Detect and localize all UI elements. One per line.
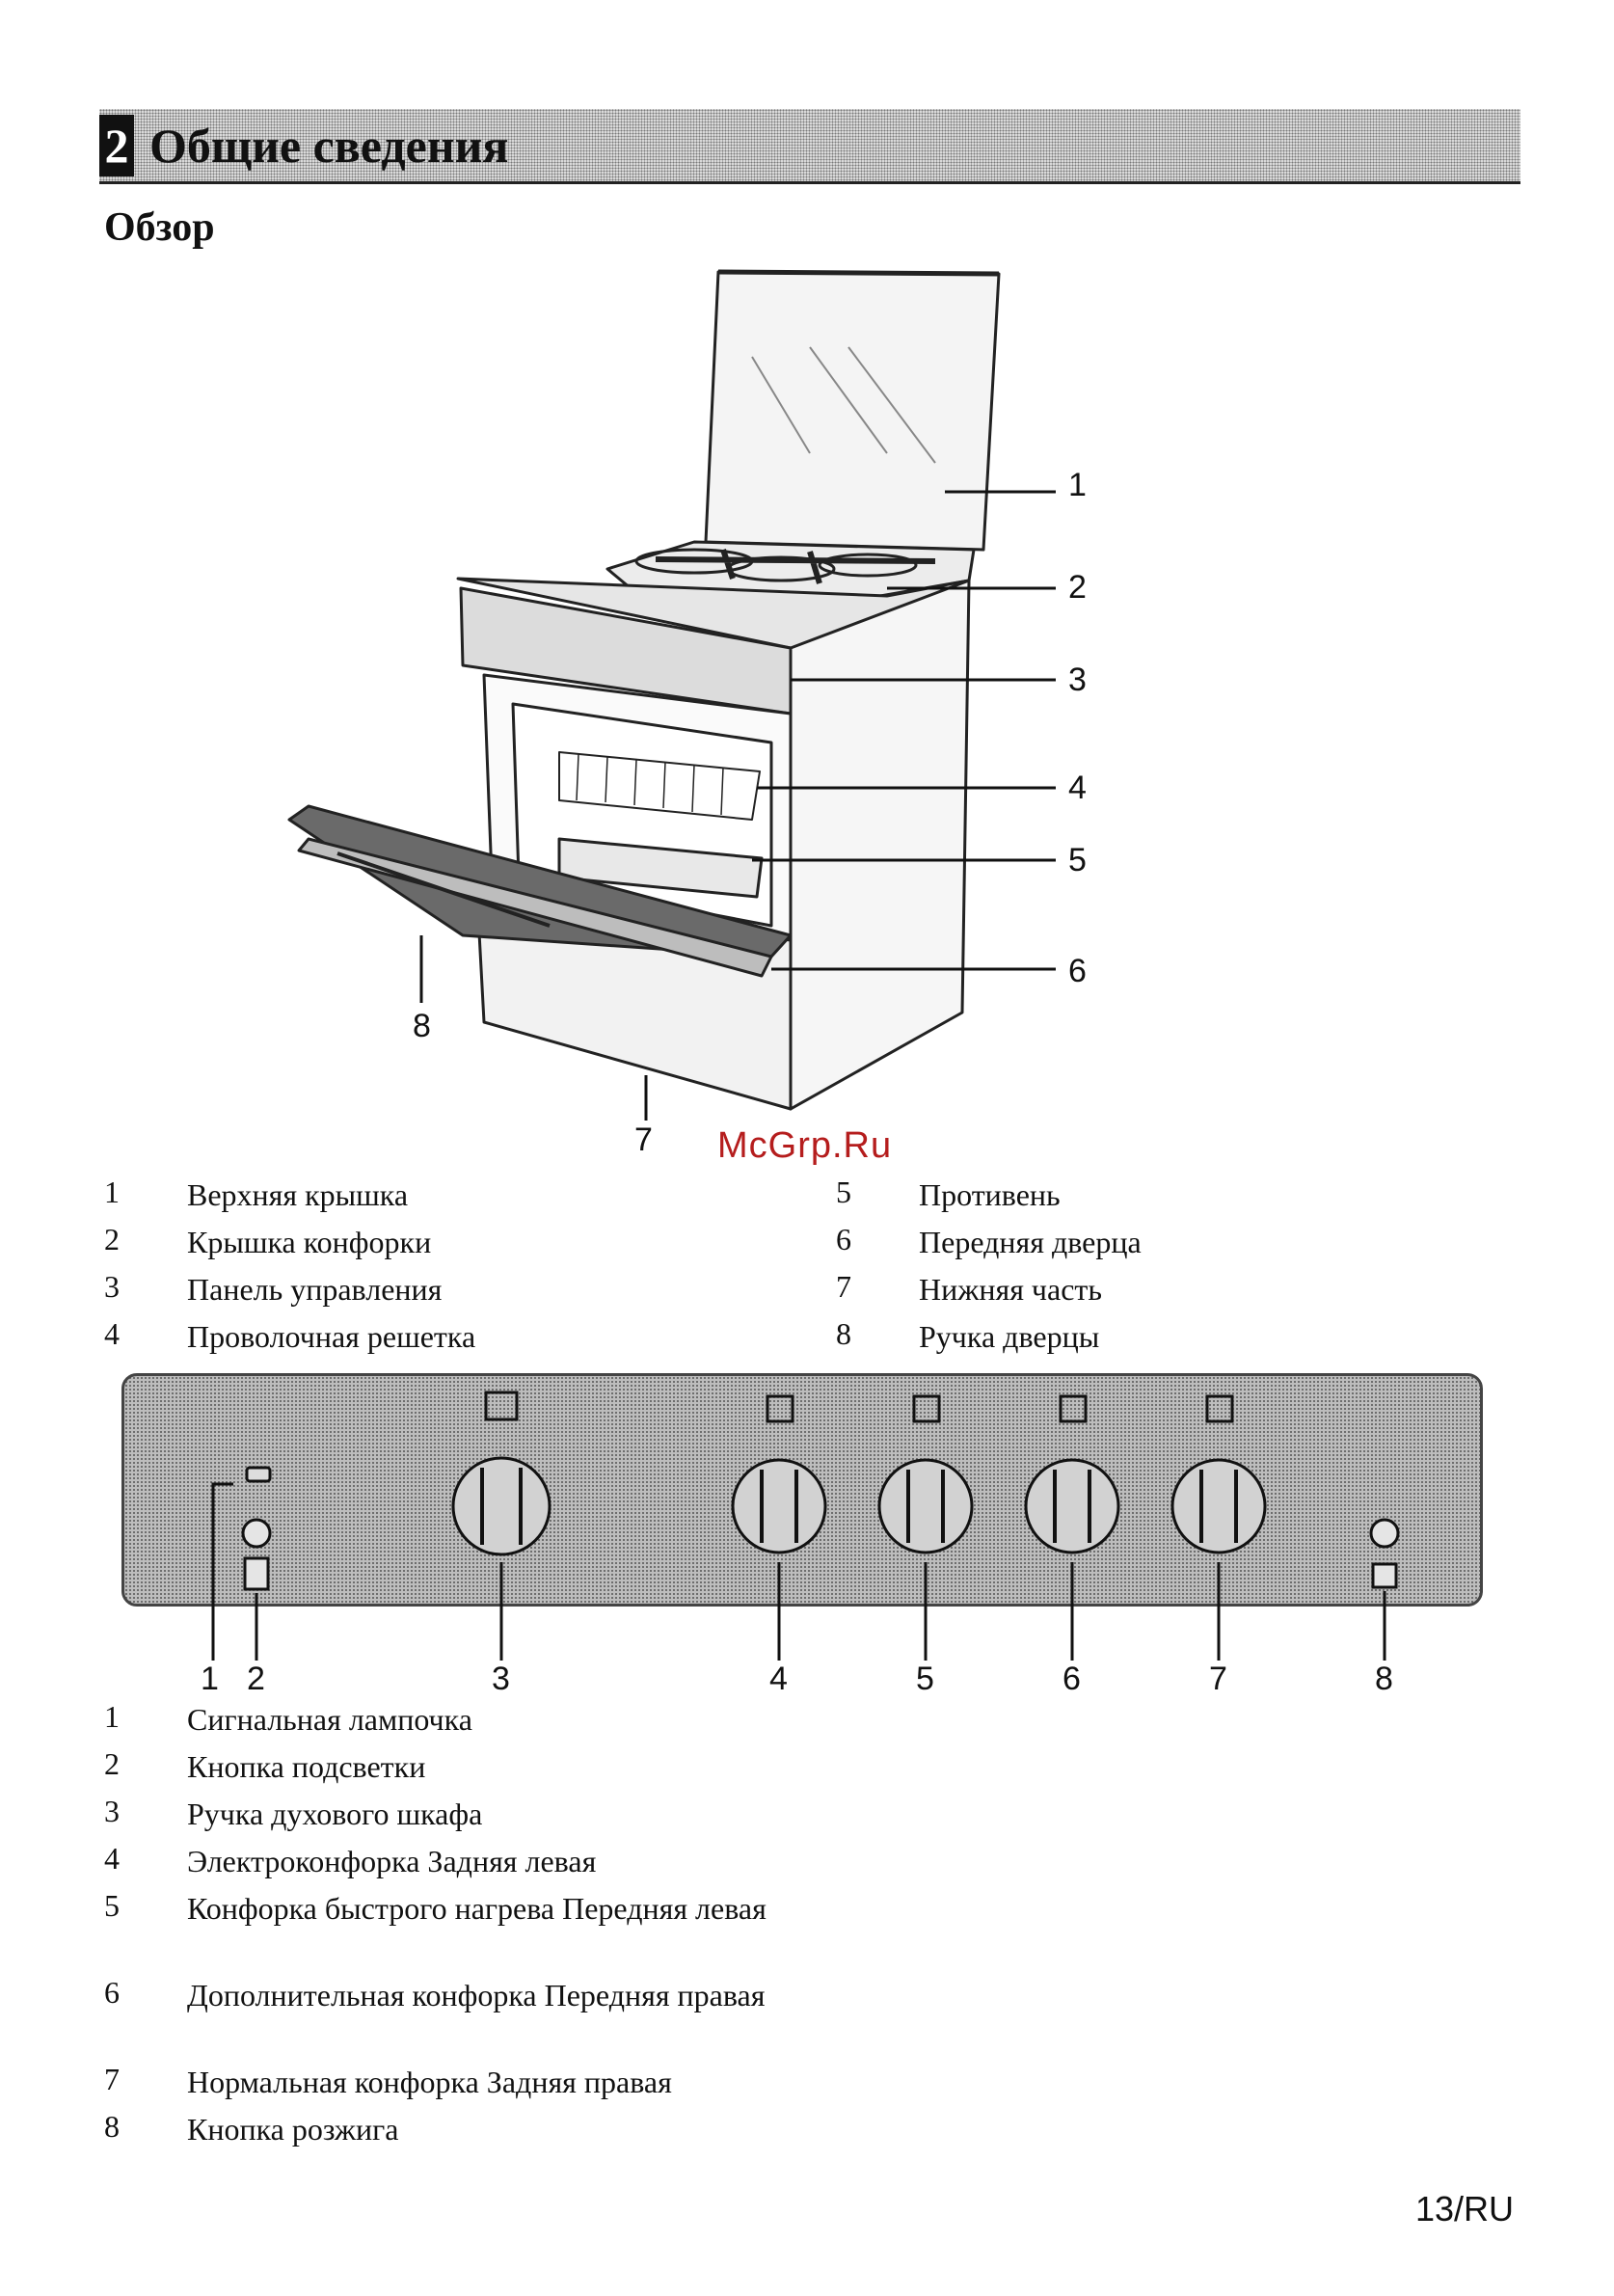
legend-controls: 1 Сигнальная лампочка 2 Кнопка подсветки…	[104, 1699, 767, 2147]
signal-lamp-icon	[245, 1466, 272, 1483]
page-number: 13/RU	[1414, 2189, 1514, 2228]
figure2-callout-5: 5	[916, 1661, 934, 1697]
hob-knob-icon	[1024, 1394, 1120, 1554]
cooker-illustration	[287, 269, 1056, 1121]
figure2-callout-2: 2	[247, 1661, 265, 1697]
section-header: 2 Общие сведения	[99, 109, 1520, 184]
legend-parts: 1 Верхняя крышка 2 Крышка конфорки 3 Пан…	[104, 1175, 1142, 1354]
figure2-callout-6: 6	[1063, 1661, 1081, 1697]
figure1-callout-7: 7	[634, 1121, 653, 1158]
figure1-callout-2: 2	[1068, 569, 1087, 606]
figure1-callout-1: 1	[1068, 467, 1087, 503]
hob-knob-icon	[1170, 1394, 1267, 1554]
section-number: 2	[99, 115, 134, 176]
figure2-callout-8: 8	[1375, 1661, 1393, 1697]
section-title: Общие сведения	[149, 119, 509, 173]
figure2-callout-4: 4	[769, 1661, 788, 1697]
figure1-callout-3: 3	[1068, 662, 1087, 698]
spark-symbol-icon	[1371, 1562, 1398, 1589]
light-button-icon	[241, 1518, 272, 1549]
oven-knob-icon	[451, 1391, 551, 1556]
hob-knob-icon	[877, 1394, 974, 1554]
figure2-callout-3: 3	[492, 1661, 510, 1697]
figure1-callout-8: 8	[413, 1008, 431, 1044]
figure2-callout-1: 1	[201, 1661, 219, 1697]
ignition-button-icon	[1369, 1518, 1400, 1549]
figure1-callout-6: 6	[1068, 953, 1087, 989]
figure2-callout-7: 7	[1209, 1661, 1227, 1697]
subheading: Обзор	[104, 205, 215, 250]
hob-knob-icon	[731, 1394, 827, 1554]
watermark: McGrp.Ru	[717, 1125, 893, 1166]
lamp-symbol-icon	[243, 1556, 270, 1591]
figure1-callout-4: 4	[1068, 770, 1087, 806]
figure1-callout-5: 5	[1068, 842, 1087, 878]
control-panel-details	[211, 1391, 1400, 1661]
